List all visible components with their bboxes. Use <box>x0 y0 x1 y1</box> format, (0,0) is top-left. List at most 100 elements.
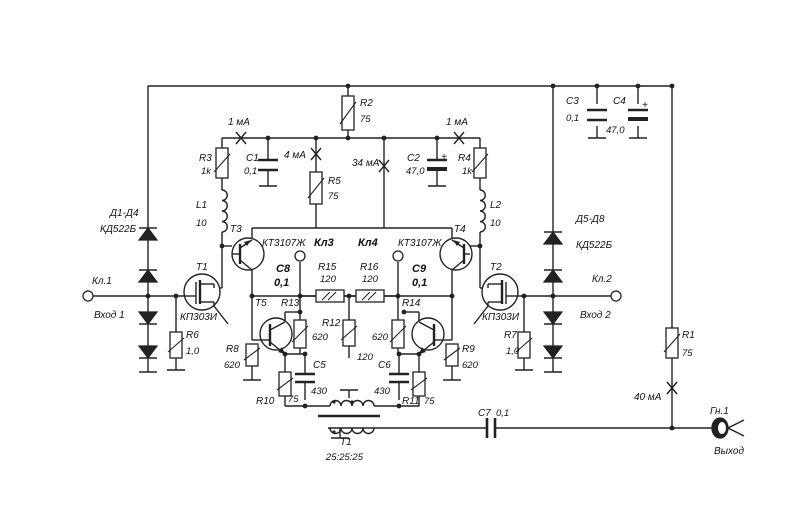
capacitor-c5 <box>295 372 315 384</box>
resistor-r1 <box>663 327 681 359</box>
label-d2-ref: Д5-Д8 <box>575 214 605 225</box>
junctions <box>145 83 675 431</box>
resistor-r6 <box>167 331 185 359</box>
label-t5-ref: T5 <box>255 298 267 309</box>
capacitor-c6 <box>389 372 409 384</box>
transistor-t3 <box>231 237 265 271</box>
label-r1-ref: R1 <box>682 330 695 341</box>
label-r14-val: 620 <box>372 332 389 343</box>
label-current-2: 1 мА <box>446 117 468 128</box>
label-c6-val: 430 <box>374 386 391 397</box>
transistor-t6 <box>411 317 445 355</box>
cross-i2 <box>453 131 465 145</box>
label-r6-val: 1,0 <box>186 346 200 357</box>
label-r7-ref: R7 <box>504 330 517 341</box>
labels: R2 75 C3 0,1 C4 47,0 + 1 мА 1 мА 4 мА 34… <box>92 96 744 463</box>
label-c7-ref: C7 <box>478 408 491 419</box>
terminal-kl1 <box>82 290 94 302</box>
label-r9-val: 620 <box>462 360 479 371</box>
label-r13-val: 620 <box>312 332 329 343</box>
capacitor-c7 <box>485 418 497 438</box>
label-r6-ref: R6 <box>186 330 199 341</box>
label-current-3: 4 мА <box>284 150 306 161</box>
label-current-4: 34 мА <box>352 158 380 169</box>
label-t3-ref: T3 <box>230 224 242 235</box>
label-tr1-ref: T1 <box>340 437 352 448</box>
transistor-t5 <box>259 317 293 355</box>
transistor-t1 <box>183 273 221 311</box>
label-r1-val: 75 <box>682 348 693 359</box>
resistor-r14 <box>389 319 407 349</box>
label-c5-ref: C5 <box>313 360 326 371</box>
capacitor-c9-post <box>392 250 404 262</box>
diode-stack-right <box>542 231 564 359</box>
capacitor-c3 <box>587 108 607 122</box>
label-current-5: 40 мА <box>634 392 662 403</box>
current-marks <box>235 131 678 395</box>
label-r15-ref: R15 <box>318 262 337 273</box>
label-out: Выход <box>714 446 744 457</box>
label-c3-val: 0,1 <box>566 113 579 124</box>
resistor-r3 <box>213 147 231 179</box>
label-c6-ref: C6 <box>378 360 391 371</box>
label-r11-ref: R11 <box>402 396 420 407</box>
resistor-r11 <box>410 371 428 397</box>
label-t1-ref: T1 <box>196 262 208 273</box>
resistor-r12 <box>340 319 358 347</box>
label-r14-ref: R14 <box>402 298 421 309</box>
label-c7-val: 0,1 <box>496 408 509 419</box>
label-t2-ref: T2 <box>490 262 502 273</box>
label-r16-val: 120 <box>362 274 379 285</box>
label-c9-val: 0,1 <box>412 277 427 289</box>
label-tr1-val: 25:25:25 <box>325 452 364 463</box>
capacitor-c2 <box>427 158 447 171</box>
label-r5-val: 75 <box>328 191 339 202</box>
label-c4-plus: + <box>642 100 648 111</box>
label-c1-val: 0,1 <box>244 166 257 177</box>
label-r8-ref: R8 <box>226 344 239 355</box>
label-d2-val: КД522Б <box>576 240 613 251</box>
label-r16-ref: R16 <box>360 262 379 273</box>
label-c4-ref: C4 <box>613 96 626 107</box>
label-l2-ref: L2 <box>490 200 502 211</box>
resistor-r5 <box>307 171 325 205</box>
label-l1-val: 10 <box>196 218 207 229</box>
label-in2: Вход 2 <box>580 310 611 321</box>
resistors <box>167 95 681 397</box>
cross-i4 <box>378 159 390 173</box>
wires <box>92 85 714 439</box>
label-r9-ref: R9 <box>462 344 475 355</box>
resistor-r15 <box>315 289 345 303</box>
label-kl4: Кл4 <box>358 237 378 249</box>
label-t1-val: КП303И <box>180 312 218 323</box>
label-c5-val: 430 <box>311 386 328 397</box>
label-r7-val: 1,0 <box>506 346 520 357</box>
label-t2-val: КП303И <box>482 312 520 323</box>
inductor-l1 <box>221 189 228 233</box>
label-kl3: Кл3 <box>314 237 334 249</box>
label-c1-ref: C1 <box>246 153 259 164</box>
capacitor-c4 <box>628 108 648 121</box>
label-r3-ref: R3 <box>199 153 212 164</box>
label-d1-val: КД522Б <box>100 224 137 235</box>
transformer-t1 <box>318 399 380 435</box>
inductors <box>221 189 486 233</box>
label-r11-val: 75 <box>424 396 435 407</box>
label-r2-ref: R2 <box>360 98 373 109</box>
transistor-t2 <box>481 273 520 311</box>
label-r5-ref: R5 <box>328 176 341 187</box>
label-r2-val: 75 <box>360 114 371 125</box>
diode-stack-left <box>137 227 159 359</box>
terminal-gn1 <box>711 417 745 439</box>
label-r12-ref: R12 <box>322 318 341 329</box>
label-c2-val: 47,0 <box>406 166 425 177</box>
label-c8-ref: C8 <box>276 263 291 275</box>
label-c9-ref: C9 <box>412 263 427 275</box>
label-t4-ref: T4 <box>454 224 466 235</box>
label-d1-ref: Д1-Д4 <box>109 208 139 219</box>
resistor-r4 <box>471 147 489 179</box>
label-r15-val: 120 <box>320 274 337 285</box>
label-r13-ref: R13 <box>281 298 300 309</box>
label-t4-val: КТ3107Ж <box>398 238 442 249</box>
label-kl1: Кл.1 <box>92 276 112 287</box>
